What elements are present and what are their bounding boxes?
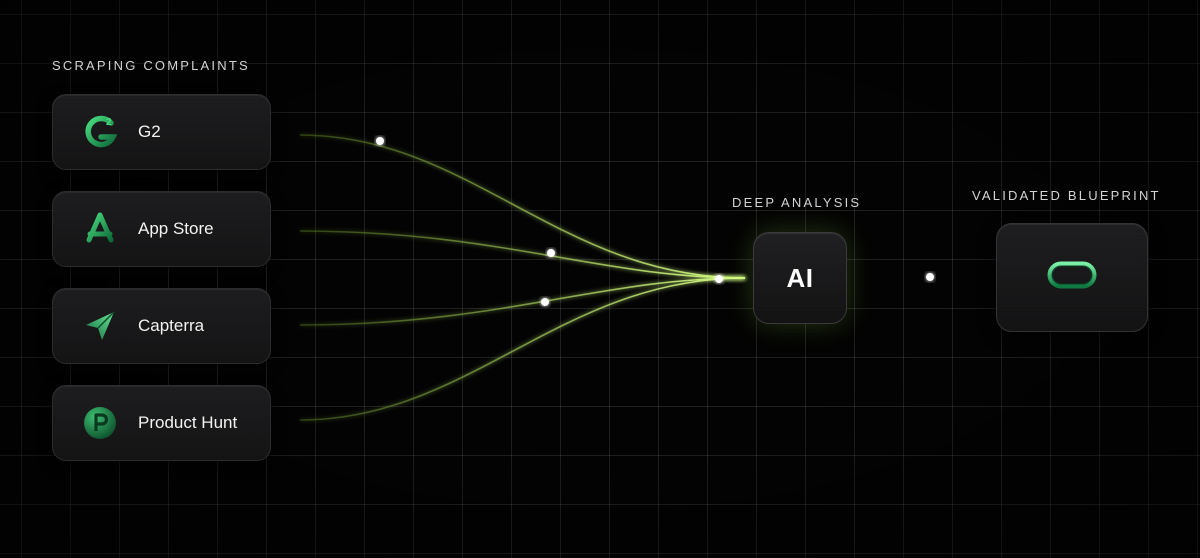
flow-line-product-hunt	[299, 277, 746, 421]
source-card-product-hunt[interactable]: Product Hunt	[52, 385, 271, 461]
source-name: App Store	[138, 219, 214, 238]
ai-analysis-node[interactable]: AI	[753, 232, 847, 324]
product-hunt-logo-icon	[80, 403, 120, 443]
source-name: G2	[138, 122, 161, 141]
source-card-g2[interactable]: 2 G2	[52, 94, 271, 170]
sources-heading: SCRAPING COMPLAINTS	[52, 58, 250, 73]
source-card-app-store[interactable]: App Store	[52, 191, 271, 267]
ai-label: AI	[786, 262, 814, 293]
g2-logo-icon: 2	[80, 112, 120, 152]
app-store-logo-icon	[80, 209, 120, 249]
flow-line-g2	[299, 134, 746, 279]
source-name: Product Hunt	[138, 413, 238, 432]
blueprint-node[interactable]	[996, 223, 1148, 332]
source-card-capterra[interactable]: Capterra	[52, 288, 271, 364]
analysis-heading: DEEP ANALYSIS	[732, 195, 862, 210]
source-list: 2 G2 App Store	[52, 94, 271, 482]
flow-dot-merge	[715, 275, 723, 283]
svg-text:2: 2	[106, 117, 112, 128]
flow-line-app-store	[299, 230, 746, 279]
flow-dot-g2	[376, 137, 384, 145]
flow-dot-capterra	[541, 298, 549, 306]
capterra-logo-icon	[80, 306, 120, 346]
flow-dot-output	[926, 273, 934, 281]
source-name: Capterra	[138, 316, 205, 335]
blueprint-heading: VALIDATED BLUEPRINT	[972, 188, 1161, 203]
flow-dot-app-store	[547, 249, 555, 257]
pill-blueprint-icon	[1047, 260, 1097, 295]
